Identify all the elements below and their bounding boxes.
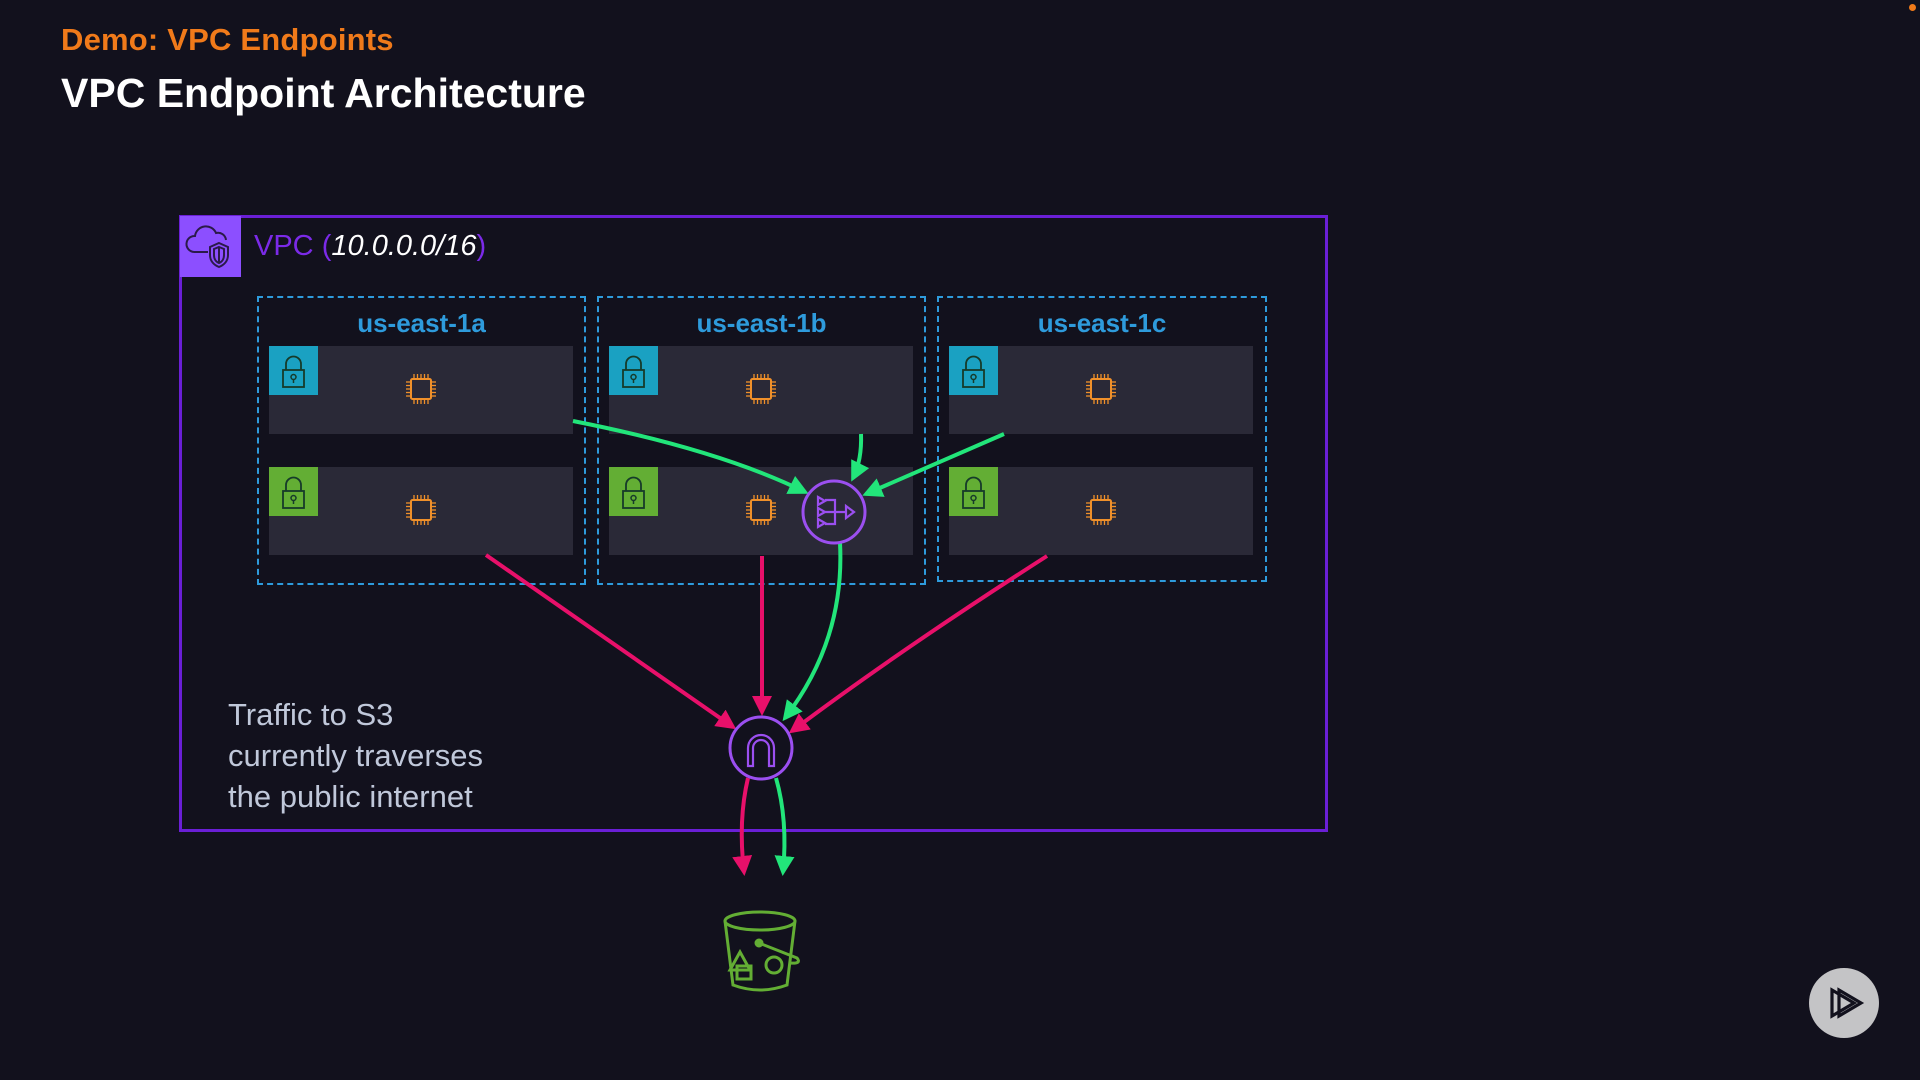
public-subnet-us-east-1a: [269, 346, 573, 434]
flow-green-igw-to-s3: [774, 777, 795, 876]
ec2-chip-icon: [1084, 372, 1118, 411]
lock-icon: [269, 467, 318, 516]
az-label: us-east-1b: [696, 308, 827, 338]
lock-icon: [949, 346, 998, 395]
private-subnet-us-east-1c: [949, 467, 1253, 555]
s3-bucket-icon: [723, 910, 800, 992]
note-line: the public internet: [228, 779, 473, 814]
flow-green-1b-to-nat: [851, 433, 870, 482]
ec2-chip-icon: [744, 493, 778, 532]
az-label: us-east-1c: [1037, 308, 1167, 338]
flow-green-nat-to-igw: [782, 542, 843, 722]
slide-title: VPC Endpoint Architecture: [61, 70, 586, 116]
ec2-chip-icon: [404, 493, 438, 532]
availability-zone-us-east-1c: us-east-1c: [937, 296, 1267, 582]
flow-pink-1a-to-igw: [484, 553, 737, 730]
vpc-cloud-shield-icon: [180, 216, 241, 277]
ec2-chip-icon: [404, 372, 438, 411]
flow-pink-1c-to-igw: [788, 554, 1049, 734]
public-subnet-us-east-1b: [609, 346, 913, 434]
recording-indicator-dot: [1909, 4, 1916, 11]
lock-icon: [609, 467, 658, 516]
private-subnet-us-east-1a: [269, 467, 573, 555]
flow-green-1a-to-nat: [572, 419, 809, 494]
public-subnet-us-east-1c: [949, 346, 1253, 434]
nat-gateway-icon: [801, 479, 867, 545]
pluralsight-play-logo-icon: [1809, 968, 1879, 1038]
traffic-note: Traffic to S3 currently traverses the pu…: [228, 694, 483, 817]
availability-zone-us-east-1a: us-east-1a: [257, 296, 586, 585]
az-label: us-east-1a: [357, 308, 486, 338]
vpc-boundary: [179, 215, 1328, 832]
vpc-label: VPC (10.0.0.0/16): [254, 230, 486, 263]
lock-icon: [609, 346, 658, 395]
flow-pink-igw-to-s3: [732, 777, 753, 876]
lock-icon: [269, 346, 318, 395]
flow-green-1c-to-nat: [862, 432, 1005, 497]
slide-subtitle: Demo: VPC Endpoints: [61, 22, 394, 57]
vpc-name: VPC: [254, 230, 314, 262]
lock-icon: [949, 467, 998, 516]
note-line: currently traverses: [228, 738, 483, 773]
note-line: Traffic to S3: [228, 697, 394, 732]
ec2-chip-icon: [1084, 493, 1118, 532]
vpc-paren-close: ): [476, 230, 487, 262]
internet-gateway-icon: [728, 715, 794, 781]
ec2-chip-icon: [744, 372, 778, 411]
vpc-paren-open: (: [321, 230, 332, 262]
vpc-cidr: 10.0.0.0/16: [331, 230, 477, 262]
